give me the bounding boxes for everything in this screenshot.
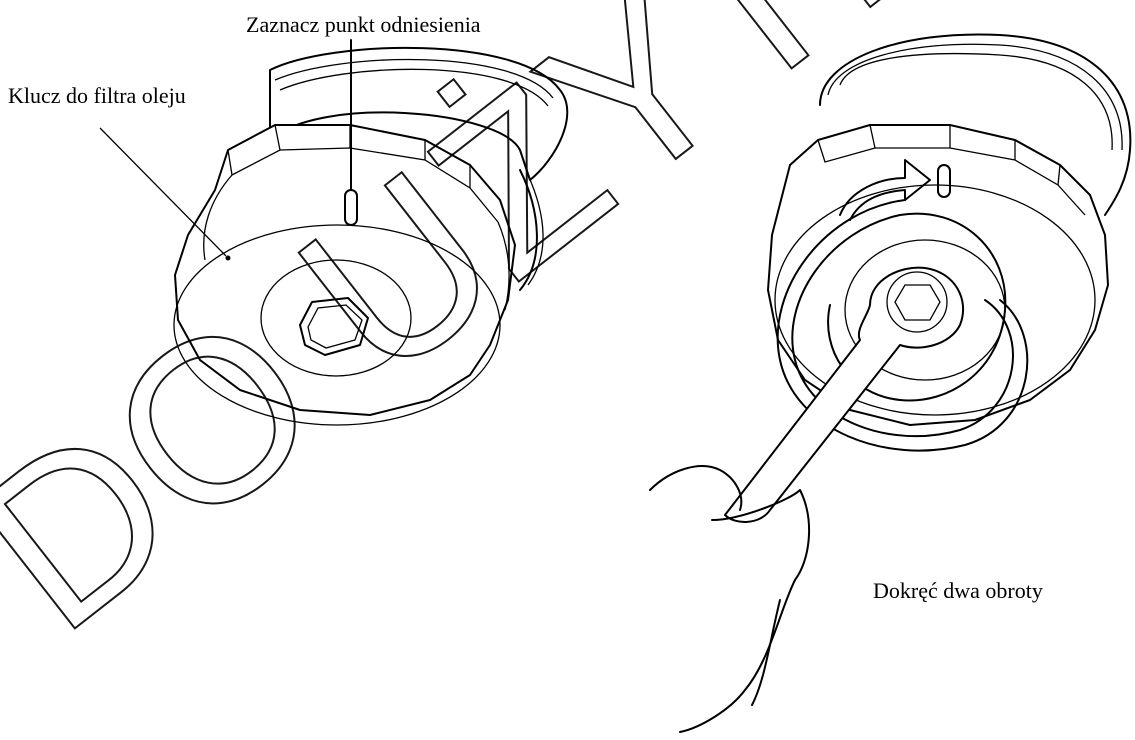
mark-reference-label: Zaznacz punkt odniesienia: [246, 14, 481, 36]
right-figure: [650, 34, 1130, 732]
cap-wrench: [174, 125, 515, 425]
hand: [650, 466, 809, 732]
oil-filter-wrench-label: Klucz do filtra oleju: [8, 85, 186, 107]
wrench-leader-line: [100, 128, 231, 261]
tighten-two-turns-label: Dokręć dwa obroty: [873, 580, 1043, 602]
